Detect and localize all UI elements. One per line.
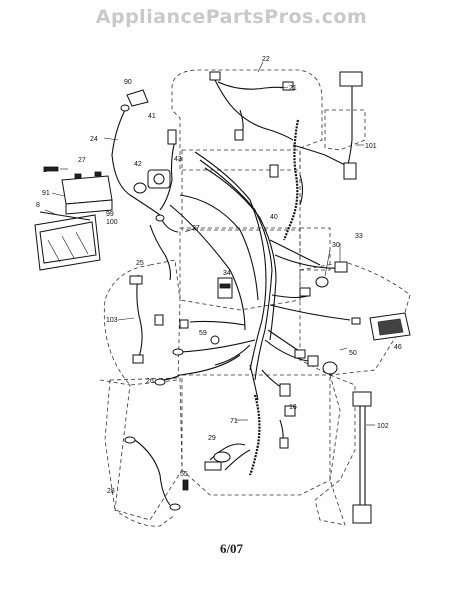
coiled-conduit bbox=[248, 119, 300, 476]
callout-21: 21 bbox=[289, 85, 297, 92]
wire-harness bbox=[111, 79, 366, 506]
watermark-text: AppliancePartsPros.com bbox=[95, 6, 368, 28]
callout-99: 99 bbox=[106, 211, 114, 218]
terminal-59 bbox=[210, 335, 220, 345]
callout-27a: 27 bbox=[78, 157, 86, 164]
callout-2: 2 bbox=[43, 167, 47, 174]
callout-26: 26 bbox=[146, 378, 154, 385]
plug-102-top bbox=[352, 391, 372, 407]
bolt-55 bbox=[182, 479, 189, 491]
plug-102-bottom bbox=[352, 504, 372, 524]
connector-101 bbox=[343, 162, 357, 180]
callout-50: 50 bbox=[349, 350, 357, 357]
callout-16: 16 bbox=[289, 404, 297, 411]
callout-91: 91 bbox=[42, 190, 50, 197]
parts bbox=[34, 71, 411, 524]
callout-29: 29 bbox=[208, 435, 216, 442]
callout-8: 8 bbox=[36, 202, 40, 209]
callout-24: 24 bbox=[90, 136, 98, 143]
callout-102: 102 bbox=[377, 423, 389, 430]
fuse-holder bbox=[133, 182, 147, 194]
plug-33 bbox=[334, 261, 348, 273]
callout-34: 34 bbox=[223, 270, 231, 277]
callout-33: 33 bbox=[355, 233, 363, 240]
callout-labels: 90 41 24 27 2 42 43 91 8 99 100 27 22 21… bbox=[36, 56, 402, 495]
light-switch bbox=[322, 361, 338, 375]
module-101 bbox=[339, 71, 363, 87]
starter-switch bbox=[167, 129, 177, 145]
callout-101: 101 bbox=[365, 143, 377, 150]
callout-30: 30 bbox=[332, 242, 340, 249]
callout-40: 40 bbox=[270, 214, 278, 221]
frame-outlines bbox=[99, 69, 411, 527]
callout-27b: 27 bbox=[192, 225, 200, 232]
bolt bbox=[43, 166, 59, 172]
callout-22: 22 bbox=[262, 56, 270, 63]
terminal-cover bbox=[126, 89, 149, 107]
callout-90: 90 bbox=[124, 79, 132, 86]
callout-42: 42 bbox=[134, 161, 142, 168]
callout-100: 100 bbox=[106, 219, 118, 226]
leader-lines bbox=[44, 61, 375, 426]
callout-71: 71 bbox=[230, 418, 238, 425]
key-switch bbox=[315, 276, 329, 288]
battery bbox=[61, 175, 113, 205]
callout-43: 43 bbox=[174, 156, 182, 163]
hold-down-rod bbox=[39, 211, 91, 221]
callout-25: 25 bbox=[136, 260, 144, 267]
callout-103: 103 bbox=[106, 317, 118, 324]
page-date: 6/07 bbox=[219, 541, 244, 556]
connector-29 bbox=[204, 461, 222, 471]
callout-28: 28 bbox=[107, 488, 115, 495]
callout-46: 46 bbox=[394, 344, 402, 351]
callout-59: 59 bbox=[199, 330, 207, 337]
callout-41: 41 bbox=[148, 113, 156, 120]
callout-55: 55 bbox=[180, 471, 188, 478]
